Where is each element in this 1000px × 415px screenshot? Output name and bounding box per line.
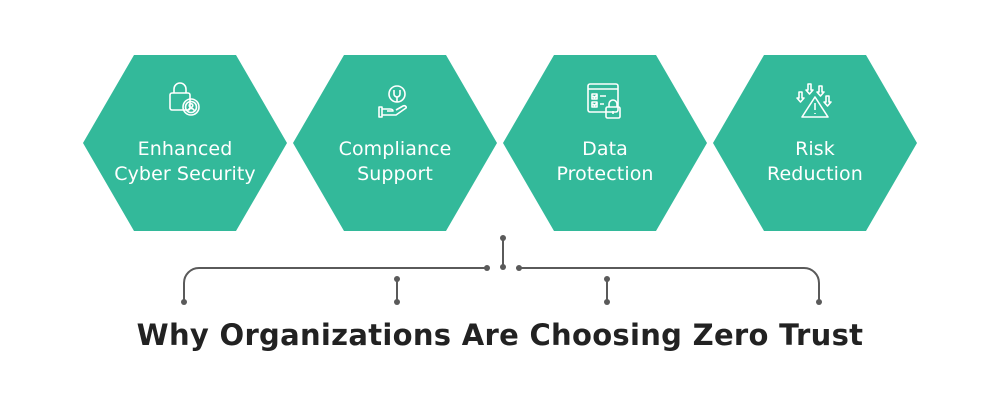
hexagon-shape — [713, 55, 917, 231]
benefit-label: Enhanced Cyber Security — [83, 137, 287, 187]
diagram-title: Why Organizations Are Choosing Zero Trus… — [136, 318, 864, 352]
label-line-1: Risk — [795, 138, 835, 160]
benefit-data-protection: Data Protection — [503, 55, 707, 231]
benefit-label: Data Protection — [503, 137, 707, 187]
hexagon-shape — [293, 55, 497, 231]
benefit-compliance-support: Compliance Support — [293, 55, 497, 231]
label-line-1: Enhanced — [137, 138, 233, 160]
warning-arrows-down-icon — [796, 83, 832, 118]
hand-gear-wrench-icon — [378, 85, 408, 118]
label-line-2: Support — [357, 163, 433, 185]
label-line-2: Protection — [556, 163, 654, 185]
lock-gear-user-icon — [169, 82, 200, 116]
label-line-1: Compliance — [338, 138, 452, 160]
label-line-1: Data — [582, 138, 628, 160]
benefit-risk-reduction: Risk Reduction — [713, 55, 917, 231]
benefit-label: Compliance Support — [293, 137, 497, 187]
benefit-enhanced-cyber-security: Enhanced Cyber Security — [83, 55, 287, 231]
label-line-2: Cyber Security — [114, 163, 256, 185]
label-line-2: Reduction — [767, 163, 863, 185]
checklist-window-lock-icon — [587, 83, 621, 119]
hexagon-shape — [83, 55, 287, 231]
hexagon-shape — [503, 55, 707, 231]
benefit-label: Risk Reduction — [713, 137, 917, 187]
